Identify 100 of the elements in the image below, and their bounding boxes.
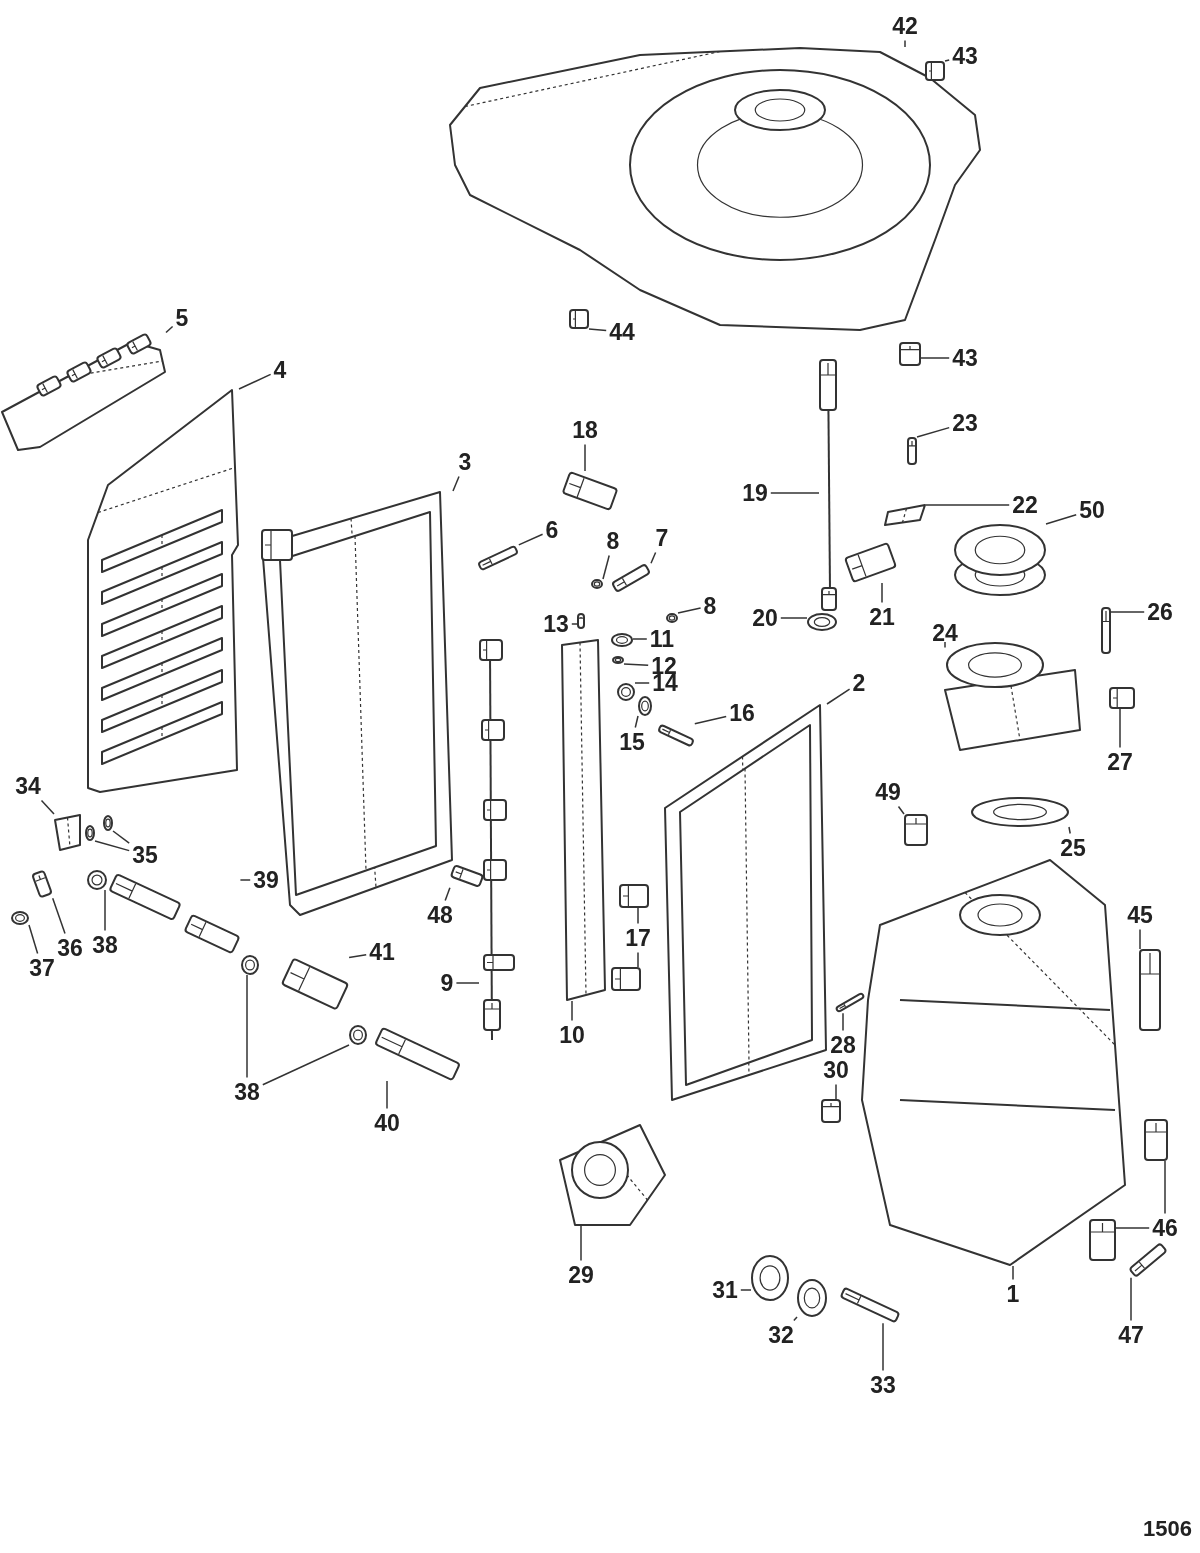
callout-number: 28 bbox=[829, 1032, 857, 1058]
leader-line bbox=[925, 504, 1010, 506]
callout-number: 23 bbox=[951, 410, 979, 436]
leader-line bbox=[104, 889, 106, 932]
leader-line bbox=[239, 879, 251, 881]
screw-drawing bbox=[577, 613, 585, 629]
clamp-drawing bbox=[1109, 687, 1135, 709]
leader-line bbox=[1130, 1276, 1132, 1322]
callout-number: 5 bbox=[174, 305, 190, 331]
callout-number: 37 bbox=[28, 955, 56, 981]
callout-number: 48 bbox=[426, 902, 454, 928]
clip-drawing bbox=[611, 967, 641, 991]
callout-number: 26 bbox=[1146, 599, 1174, 625]
callout-number: 6 bbox=[544, 517, 560, 543]
callout-number: 42 bbox=[891, 13, 919, 39]
leader-line bbox=[623, 663, 649, 666]
leader-line bbox=[602, 554, 610, 580]
leader-line bbox=[637, 951, 639, 968]
leader-line bbox=[835, 1083, 837, 1100]
hose-clamp-drawing bbox=[349, 1025, 367, 1045]
leader-line bbox=[1012, 1265, 1014, 1281]
leader-line bbox=[650, 551, 657, 564]
callout-number: 15 bbox=[618, 729, 646, 755]
leader-line bbox=[386, 1080, 388, 1110]
o-ring-drawing bbox=[971, 797, 1069, 827]
washer-drawing bbox=[638, 696, 652, 716]
leader-line bbox=[770, 492, 820, 494]
leader-line bbox=[793, 1316, 798, 1322]
callout-number: 29 bbox=[567, 1262, 595, 1288]
leader-line bbox=[348, 953, 367, 959]
grommet-drawing bbox=[899, 342, 921, 366]
callout-number: 27 bbox=[1106, 749, 1134, 775]
callout-number: 10 bbox=[558, 1022, 586, 1048]
leader-line bbox=[881, 582, 883, 604]
callout-number: 8 bbox=[605, 528, 621, 554]
callout-number: 38 bbox=[91, 932, 119, 958]
callout-number: 43 bbox=[951, 345, 979, 371]
hose-clamp-drawing bbox=[87, 870, 107, 890]
callout-number: 19 bbox=[741, 480, 769, 506]
leader-line bbox=[1110, 611, 1145, 613]
fitting-drawing bbox=[821, 1099, 841, 1123]
callout-number: 11 bbox=[648, 626, 676, 652]
callout-number: 43 bbox=[951, 43, 979, 69]
callout-number: 46 bbox=[1151, 1215, 1179, 1241]
leader-line bbox=[916, 426, 950, 438]
callout-number: 41 bbox=[368, 939, 396, 965]
manifold-drawing bbox=[861, 859, 1126, 1266]
leader-line bbox=[637, 907, 639, 925]
leader-line bbox=[588, 328, 607, 332]
reed-block-drawing bbox=[1, 332, 166, 451]
leader-line bbox=[1068, 826, 1071, 835]
callout-number: 24 bbox=[931, 620, 959, 646]
callout-number: 9 bbox=[439, 970, 455, 996]
callout-number: 17 bbox=[624, 925, 652, 951]
grommet-drawing bbox=[569, 309, 589, 329]
leader-line bbox=[826, 688, 851, 705]
leader-line bbox=[944, 59, 950, 62]
callout-number: 25 bbox=[1059, 835, 1087, 861]
clamp-drawing bbox=[1144, 1119, 1168, 1161]
callout-number: 4 bbox=[272, 357, 288, 383]
leader-line bbox=[246, 974, 248, 1079]
ring-drawing bbox=[954, 524, 1046, 596]
callout-number: 34 bbox=[14, 773, 42, 799]
leader-line bbox=[1045, 514, 1077, 525]
washer-drawing bbox=[797, 1279, 827, 1317]
leader-line bbox=[51, 897, 66, 935]
callout-number: 22 bbox=[1011, 492, 1039, 518]
leader-line bbox=[634, 682, 650, 684]
solenoid-drawing bbox=[559, 1124, 666, 1226]
callout-number: 45 bbox=[1126, 902, 1154, 928]
callout-number: 13 bbox=[542, 611, 570, 637]
callout-number: 18 bbox=[571, 417, 599, 443]
callout-number: 2 bbox=[851, 670, 867, 696]
leader-line bbox=[1115, 1227, 1150, 1229]
callout-number: 39 bbox=[252, 867, 280, 893]
callout-number: 31 bbox=[711, 1277, 739, 1303]
callout-number: 50 bbox=[1078, 497, 1106, 523]
leader-line bbox=[842, 1012, 844, 1032]
grommet-drawing bbox=[925, 61, 945, 81]
leader-line bbox=[1119, 708, 1121, 749]
leader-line bbox=[904, 39, 906, 48]
screw-drawing bbox=[11, 911, 29, 925]
leader-line bbox=[1164, 1160, 1166, 1215]
leader-line bbox=[518, 533, 544, 546]
callout-number: 35 bbox=[131, 842, 159, 868]
leader-line bbox=[584, 443, 586, 472]
o-ring-drawing bbox=[85, 825, 95, 841]
leader-line bbox=[571, 1000, 573, 1022]
leader-line bbox=[238, 373, 272, 390]
leader-line bbox=[944, 641, 946, 649]
o-ring-drawing bbox=[591, 579, 603, 589]
clip-drawing bbox=[619, 884, 649, 908]
callout-number: 44 bbox=[608, 319, 636, 345]
callout-number: 33 bbox=[869, 1372, 897, 1398]
leader-line bbox=[897, 805, 905, 815]
leader-line bbox=[632, 638, 648, 640]
o-ring-drawing bbox=[103, 815, 113, 831]
callout-number: 1 bbox=[1005, 1281, 1021, 1307]
leader-line bbox=[94, 840, 130, 852]
callout-number: 36 bbox=[56, 935, 84, 961]
